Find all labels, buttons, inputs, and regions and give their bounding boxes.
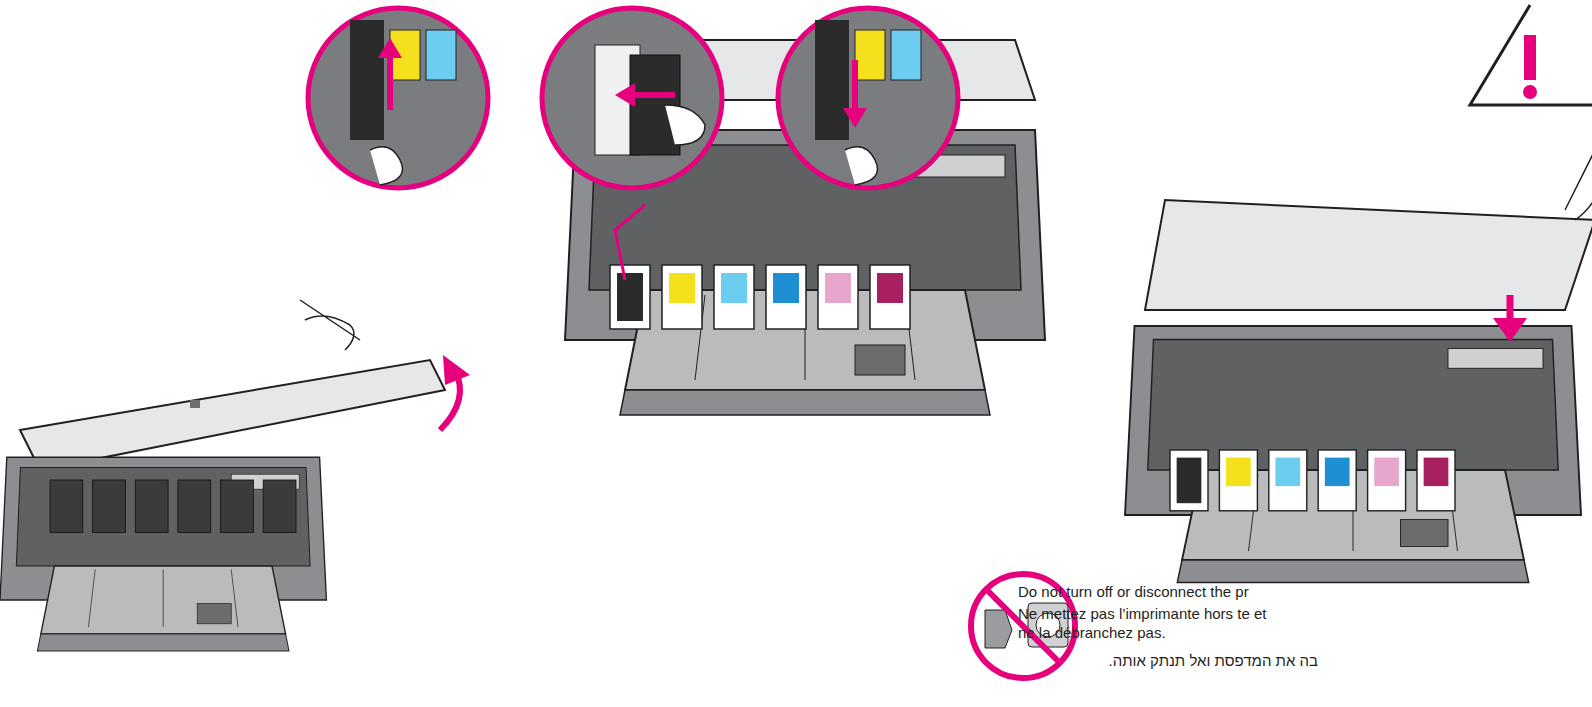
warning-note: Do not turn off or disconnect the pr: [1018, 582, 1338, 601]
warning-note: Ne mettez pas l’imprimante hors te et ne…: [1018, 604, 1286, 642]
warning-symbol: [1470, 5, 1592, 105]
detail-circles: [308, 8, 958, 188]
warning-note: בה את המדפסת ואל תנתק אותה.: [1018, 651, 1318, 670]
